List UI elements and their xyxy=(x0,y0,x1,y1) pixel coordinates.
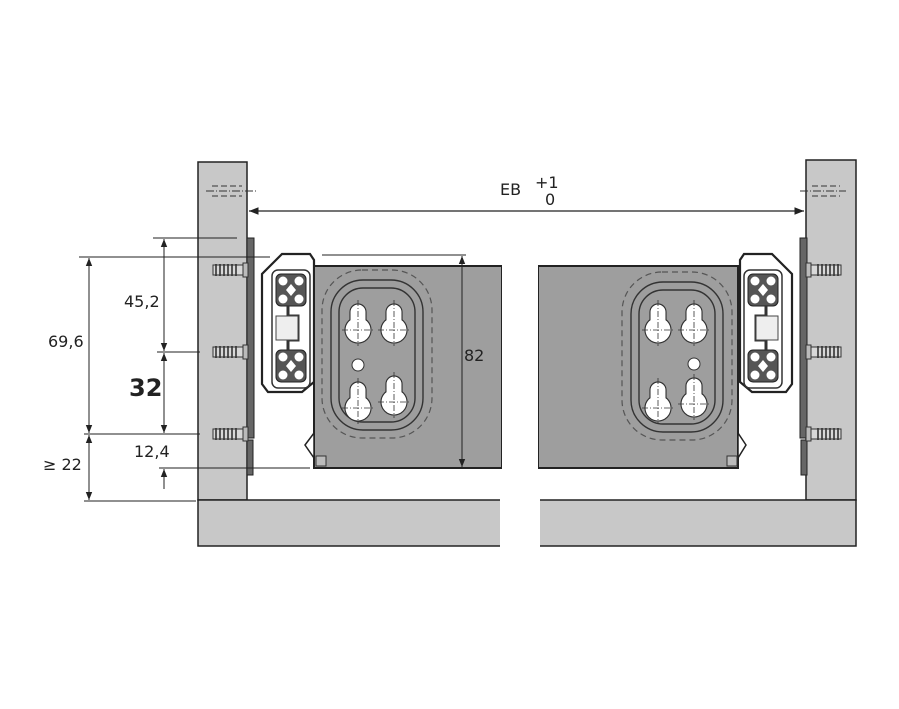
right-runner xyxy=(738,252,794,394)
dim-drawer-height: 82 xyxy=(464,346,485,365)
dim-total-height: 69,6 xyxy=(48,332,84,351)
eb-tolerance: +1 0 xyxy=(535,174,559,208)
right-drawer-profile xyxy=(537,265,747,469)
bottom-panel-right xyxy=(537,499,857,547)
bottom-panel-left xyxy=(197,499,503,547)
left-drawer-profile xyxy=(304,265,503,469)
dowel-hidden-lines xyxy=(206,185,846,197)
dim-lower-offset: 12,4 xyxy=(134,442,170,461)
left-cabinet-side xyxy=(197,161,248,501)
eb-tol-lower: 0 xyxy=(545,190,556,209)
right-cabinet-side xyxy=(805,159,857,501)
eb-tol-upper: +1 xyxy=(535,173,559,192)
dim-min-bottom: ≥ 22 xyxy=(43,455,82,474)
eb-label: EB xyxy=(500,180,522,199)
dim-screw-spacing: 32 xyxy=(129,374,163,402)
left-runner xyxy=(260,252,316,394)
dim-upper-offset: 45,2 xyxy=(124,292,160,311)
left-dimensions xyxy=(79,237,466,502)
